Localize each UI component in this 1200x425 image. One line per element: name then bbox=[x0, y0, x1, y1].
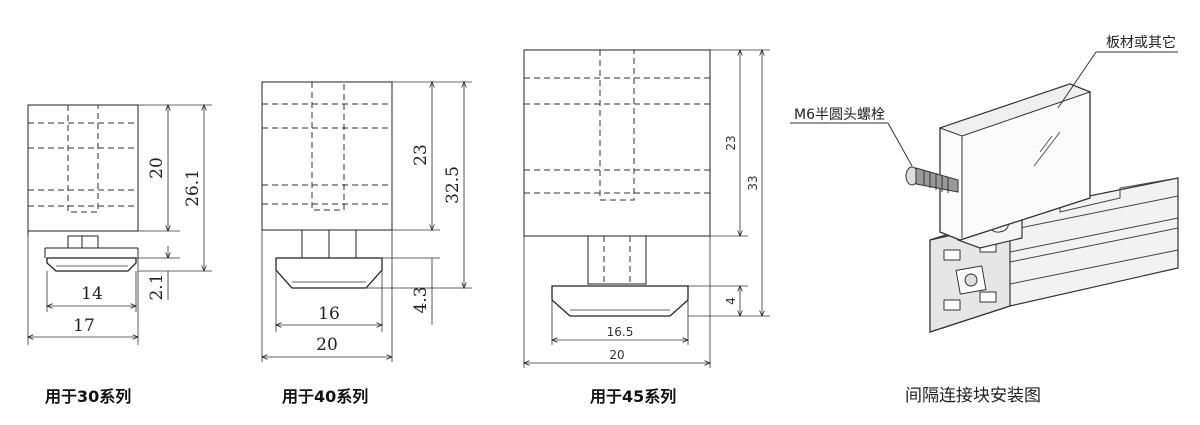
dim-w1-45: 16.5 bbox=[607, 325, 634, 339]
dim-h1-30: 20 bbox=[147, 157, 167, 179]
label-bolt: M6半圆头螺栓 bbox=[794, 107, 885, 123]
dim-w2-45: 20 bbox=[609, 348, 624, 362]
dim-h3-40: 4.3 bbox=[411, 286, 431, 313]
dim-h2-45: 33 bbox=[746, 175, 760, 190]
dim-h2-30: 26.1 bbox=[183, 169, 203, 207]
drawing-45-series: 23 33 4 16.5 20 bbox=[524, 50, 770, 368]
dim-w1-40: 16 bbox=[318, 304, 340, 324]
dim-h1-40: 23 bbox=[411, 144, 431, 166]
drawing-40-series: 23 32.5 4.3 16 20 bbox=[262, 82, 472, 362]
caption-30-series: 用于30系列 bbox=[45, 387, 132, 406]
dim-h2-40: 32.5 bbox=[443, 166, 463, 204]
dim-h1-45: 23 bbox=[724, 135, 738, 150]
label-panel: 板材或其它 bbox=[1106, 34, 1176, 51]
tnut-40 bbox=[275, 257, 383, 289]
tnut-30 bbox=[46, 257, 137, 272]
dim-w1-30: 14 bbox=[81, 284, 103, 304]
dim-w2-30: 17 bbox=[73, 316, 95, 336]
caption-40-series: 用于40系列 bbox=[282, 387, 369, 406]
tnut-45 bbox=[551, 285, 689, 317]
dim-h3-45: 4 bbox=[724, 297, 738, 305]
dim-h3-30: 2.1 bbox=[147, 273, 167, 300]
installation-illustration: 板材或其它 M6半圆头螺栓 bbox=[790, 34, 1179, 333]
caption-45-series: 用于45系列 bbox=[590, 387, 677, 406]
caption-installation: 间隔连接块安装图 bbox=[905, 386, 1041, 406]
dim-w2-40: 20 bbox=[316, 335, 338, 355]
bolt bbox=[905, 166, 959, 193]
block-30 bbox=[27, 104, 139, 232]
drawing-30-series: 20 26.1 2.1 14 17 bbox=[28, 105, 212, 345]
